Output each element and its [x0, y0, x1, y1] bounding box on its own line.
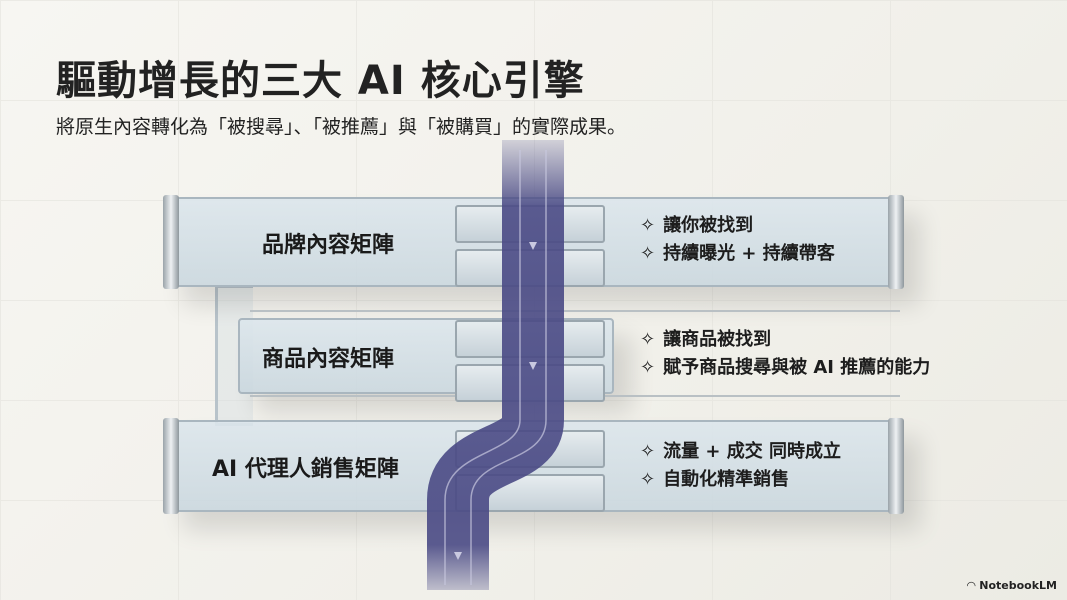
diamond-icon: ✧: [640, 215, 656, 236]
diamond-icon: ✧: [640, 329, 656, 350]
diamond-icon: ✧: [640, 441, 656, 462]
row-label: AI 代理人銷售矩陣: [212, 457, 399, 482]
row-label: 品牌內容矩陣: [262, 233, 395, 258]
server-bays: [455, 205, 605, 293]
slide-subtitle: 將原生內容轉化為「被搜尋」、「被推薦」與「被購買」的實際成果。: [56, 116, 627, 138]
row-label: 商品內容矩陣: [262, 347, 395, 372]
row-points: ✧讓你被找到 ✧持續曝光 + 持續帶客: [640, 215, 835, 264]
diamond-icon: ✧: [640, 357, 656, 378]
diamond-icon: ✧: [640, 469, 656, 490]
notebooklm-logo: ◠ NotebookLM: [966, 579, 1057, 592]
slide-title: 驅動增長的三大 AI 核心引擎: [56, 58, 585, 104]
diamond-icon: ✧: [640, 243, 656, 264]
row-points: ✧讓商品被找到 ✧賦予商品搜尋與被 AI 推薦的能力: [640, 329, 931, 378]
server-bays: [455, 320, 605, 408]
divider: [250, 310, 900, 312]
server-bays: [455, 430, 605, 518]
row-points: ✧流量 + 成交 同時成立 ✧自動化精準銷售: [640, 441, 841, 490]
